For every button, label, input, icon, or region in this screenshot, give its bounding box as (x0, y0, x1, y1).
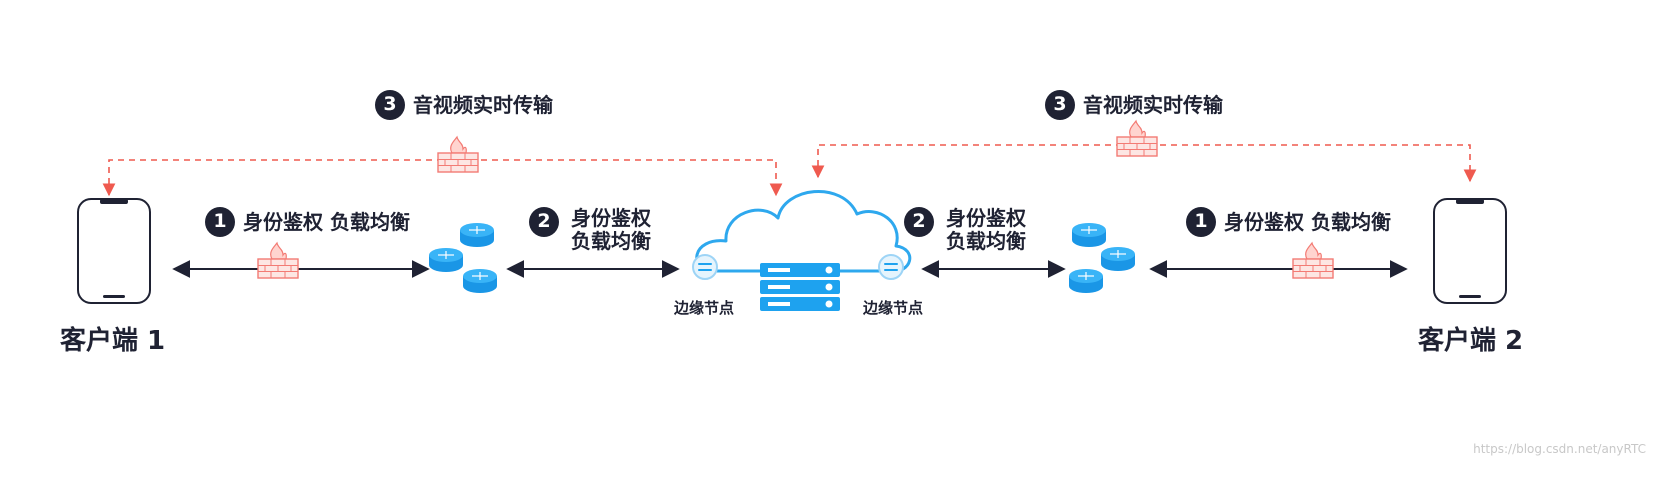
step-1-label-left: 1 身份鉴权 负载均衡 (205, 207, 410, 237)
client-2-phone-icon (1433, 198, 1507, 304)
step-1-text: 身份鉴权 负载均衡 (243, 209, 410, 234)
client-1-phone-icon (77, 198, 151, 304)
step-3-label-right: 3 音视频实时传输 (1045, 90, 1223, 120)
router-cluster-right-icon (1068, 222, 1136, 294)
firewall-icon (437, 136, 479, 173)
firewall-icon (1116, 120, 1158, 157)
firewall-icon (257, 242, 299, 279)
step-number-badge: 1 (1186, 207, 1216, 237)
client-2-label: 客户端 2 (1418, 326, 1524, 356)
cloud-icon (695, 190, 912, 273)
step-3-text: 音视频实时传输 (413, 92, 553, 117)
step-3-label-left: 3 音视频实时传输 (375, 90, 553, 120)
step-2-label-right: 2 身份鉴权 负载均衡 (904, 207, 1026, 253)
step-1-text: 身份鉴权 负载均衡 (1224, 209, 1391, 234)
edge-node-left-label: 边缘节点 (674, 299, 735, 317)
step-3-text: 音视频实时传输 (1083, 92, 1223, 117)
router-cluster-left-icon (428, 222, 498, 294)
step-2-label-left: 2 身份鉴权 负载均衡 (529, 207, 651, 253)
server-rack-icon (760, 263, 840, 311)
step-2-text-line1: 身份鉴权 (946, 206, 1026, 230)
step-number-badge: 3 (1045, 90, 1075, 120)
client-1-label: 客户端 1 (60, 326, 166, 356)
step-2-text-line2: 负载均衡 (946, 229, 1026, 253)
edge-node-left-icon (692, 254, 718, 280)
edge-node-right-label: 边缘节点 (863, 299, 924, 317)
firewall-icon (1292, 242, 1334, 279)
step-2-text-line1: 身份鉴权 (571, 206, 651, 230)
edge-node-right-icon (878, 254, 904, 280)
step-2-text-line2: 负载均衡 (571, 229, 651, 253)
step-number-badge: 1 (205, 207, 235, 237)
step-number-badge: 2 (904, 207, 934, 237)
watermark-text: https://blog.csdn.net/anyRTC (1473, 442, 1646, 456)
step-1-label-right: 1 身份鉴权 负载均衡 (1186, 207, 1391, 237)
step-number-badge: 3 (375, 90, 405, 120)
step-number-badge: 2 (529, 207, 559, 237)
